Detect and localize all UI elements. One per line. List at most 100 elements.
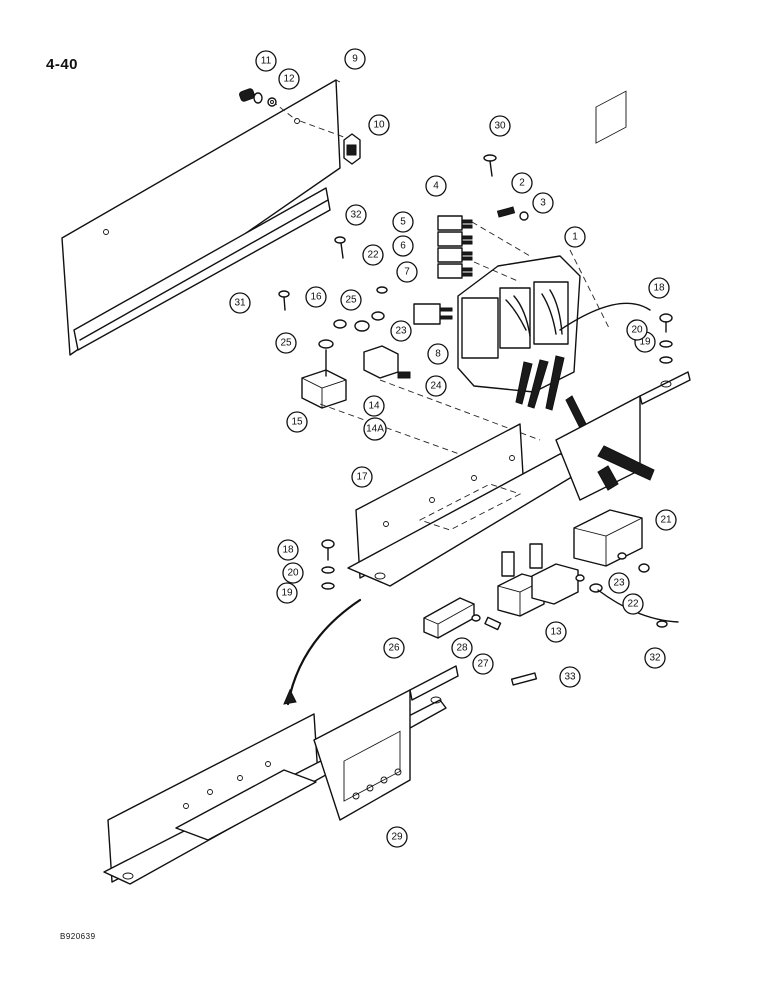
callout-label: 8 [435, 349, 441, 360]
figure-id: B920639 [60, 932, 96, 941]
callout-13: 13 [545, 621, 567, 643]
callout-group: 123456789101112131414A151617181819192020… [229, 48, 677, 848]
callout-3: 3 [532, 192, 554, 214]
callout-label: 2 [519, 178, 525, 189]
callout-7: 7 [396, 261, 418, 283]
callout-23: 23 [390, 320, 412, 342]
callout-24: 24 [425, 375, 447, 397]
callout-30: 30 [489, 115, 511, 137]
callout-label: 25 [280, 338, 292, 349]
callout-label: 16 [310, 292, 322, 303]
callout-label: 28 [456, 643, 468, 654]
callout-11: 11 [255, 50, 277, 72]
small-hardware [321, 313, 673, 686]
callout-label: 9 [352, 54, 358, 65]
callout-label: 23 [613, 578, 625, 589]
callout-4: 4 [425, 175, 447, 197]
relay-13 [497, 543, 579, 617]
callout-label: 13 [550, 627, 562, 638]
callout-label: 3 [540, 198, 546, 209]
callout-label: 23 [395, 326, 407, 337]
callout-label: 4 [433, 181, 439, 192]
callout-18: 18 [648, 277, 670, 299]
callout-label: 15 [291, 417, 303, 428]
callout-label: 12 [283, 74, 295, 85]
callout-label: 24 [430, 381, 442, 392]
page-number: 4-40 [46, 56, 79, 73]
callout-12: 12 [278, 68, 300, 90]
hardware-16-25 [278, 236, 388, 349]
latch-10 [343, 133, 361, 165]
callout-2: 2 [511, 172, 533, 194]
washer-3 [519, 211, 529, 221]
mounting-bracket-17 [347, 90, 691, 587]
callout-5: 5 [392, 211, 414, 233]
terminal-block-26 [423, 597, 475, 639]
callout-label: 22 [627, 599, 639, 610]
callout-label: 25 [345, 295, 357, 306]
callout-20: 20 [626, 319, 648, 341]
switch-8 [413, 303, 453, 325]
callout-label: 29 [391, 832, 403, 843]
switch-6 [437, 247, 473, 263]
callout-10: 10 [368, 114, 390, 136]
callout-22: 22 [622, 593, 644, 615]
callout-label: 14 [368, 401, 380, 412]
callout-label: 18 [282, 545, 294, 556]
callout-16: 16 [305, 286, 327, 308]
callout-label: 7 [404, 267, 410, 278]
callout-label: 22 [367, 250, 379, 261]
relay-21 [573, 509, 643, 567]
screw-30 [483, 154, 497, 177]
callout-label: 6 [400, 241, 406, 252]
callout-label: 32 [649, 653, 661, 664]
callout-18: 18 [277, 539, 299, 561]
callout-14: 14 [363, 395, 385, 417]
callout-32: 32 [644, 647, 666, 669]
relay-14 [363, 345, 411, 379]
harness [597, 445, 655, 491]
washer-12 [267, 97, 277, 107]
switch-cluster [457, 249, 611, 441]
callout-20: 20 [282, 562, 304, 584]
callout-label: 27 [477, 659, 489, 670]
callout-1: 1 [564, 226, 586, 248]
callout-19: 19 [276, 582, 298, 604]
callout-label: 10 [373, 120, 385, 131]
callout-label: 20 [287, 568, 299, 579]
callout-label: 17 [356, 472, 368, 483]
switch-7 [437, 263, 473, 279]
callout-23: 23 [608, 572, 630, 594]
cover-panel [61, 79, 353, 356]
callout-25: 25 [340, 289, 362, 311]
callout-label: 26 [388, 643, 400, 654]
callout-28: 28 [451, 637, 473, 659]
switch-4 [437, 215, 473, 231]
callout-label: 19 [639, 337, 651, 348]
callout-17: 17 [351, 466, 373, 488]
callout-21: 21 [655, 509, 677, 531]
callout-33: 33 [559, 666, 581, 688]
callout-label: 32 [350, 210, 362, 221]
callout-label: 18 [653, 283, 665, 294]
callout-label: 33 [564, 672, 576, 683]
callout-label: 21 [660, 515, 672, 526]
callout-29: 29 [386, 826, 408, 848]
callout-15: 15 [286, 411, 308, 433]
callout-6: 6 [392, 235, 414, 257]
callout-9: 9 [344, 48, 366, 70]
callout-25: 25 [275, 332, 297, 354]
callout-label: 30 [494, 121, 506, 132]
callout-27: 27 [472, 653, 494, 675]
callout-label: 14A [366, 424, 384, 435]
callout-32: 32 [345, 204, 367, 226]
resistor-15 [301, 349, 347, 409]
callout-31: 31 [229, 292, 251, 314]
callout-8: 8 [427, 343, 449, 365]
screw-2 [496, 206, 516, 218]
callout-22: 22 [362, 244, 384, 266]
callout-14a: 14A [363, 417, 387, 441]
callout-label: 31 [234, 298, 246, 309]
callout-label: 1 [572, 232, 578, 243]
